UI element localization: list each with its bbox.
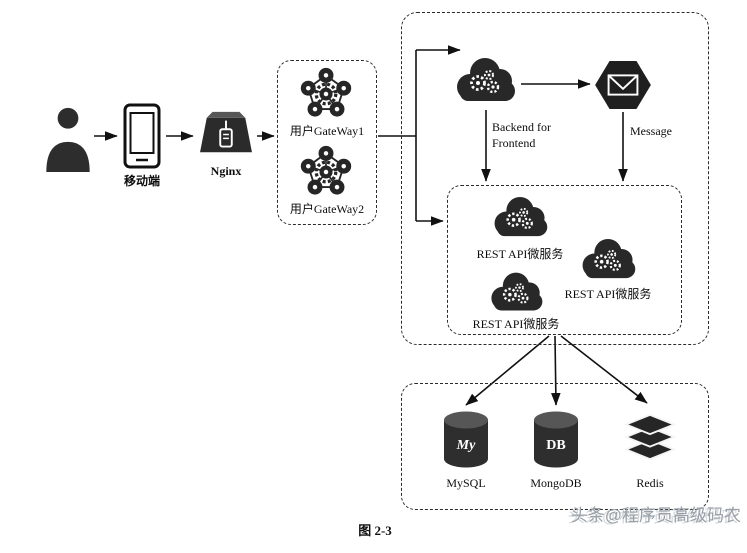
gateway2-gears-icon bbox=[298, 144, 354, 200]
mongodb-database-icon: DB bbox=[530, 410, 582, 468]
gateway1-label: 用户GateWay1 bbox=[289, 124, 365, 138]
nginx-icon bbox=[197, 110, 255, 160]
rest-api-cloud-icon-1 bbox=[490, 192, 550, 242]
rest-api-label-2: REST API微服务 bbox=[564, 287, 652, 301]
gateway2-label: 用户GateWay2 bbox=[289, 202, 365, 216]
rest-api-cloud-icon-3 bbox=[487, 268, 545, 316]
connector bbox=[465, 335, 550, 406]
rest-api-cloud-icon-2 bbox=[578, 234, 638, 284]
mysql-database-icon: My bbox=[440, 410, 492, 468]
message-label: Message bbox=[630, 124, 672, 138]
connector bbox=[560, 335, 648, 404]
gateway1-gears-icon bbox=[298, 66, 354, 122]
rest-api-group-box bbox=[447, 185, 682, 335]
rest-api-label-1: REST API微服务 bbox=[476, 247, 564, 261]
bff-label: Backend for Frontend bbox=[492, 120, 551, 150]
rest-api-label-3: REST API微服务 bbox=[472, 317, 560, 331]
bff-cloud-icon bbox=[452, 52, 518, 108]
mysql-label: MySQL bbox=[446, 476, 486, 490]
mongodb-label: MongoDB bbox=[530, 476, 582, 490]
redis-icon bbox=[624, 412, 676, 462]
mysql-icon-text: My bbox=[456, 438, 476, 453]
connector bbox=[551, 335, 561, 406]
gateway-group-box bbox=[277, 60, 377, 225]
mobile-phone-icon bbox=[122, 103, 162, 169]
person-icon bbox=[44, 106, 92, 172]
watermark: 头条@程序员高级码农 bbox=[570, 506, 741, 525]
figure-caption: 图 2-3 bbox=[358, 523, 392, 538]
message-hexagon-icon bbox=[594, 60, 652, 110]
database-group-box bbox=[401, 383, 709, 510]
redis-label: Redis bbox=[636, 476, 664, 490]
nginx-label: Nginx bbox=[210, 164, 242, 178]
mongodb-icon-text: DB bbox=[546, 438, 565, 453]
services-group-box bbox=[401, 12, 709, 345]
mobile-label: 移动端 bbox=[123, 174, 160, 188]
